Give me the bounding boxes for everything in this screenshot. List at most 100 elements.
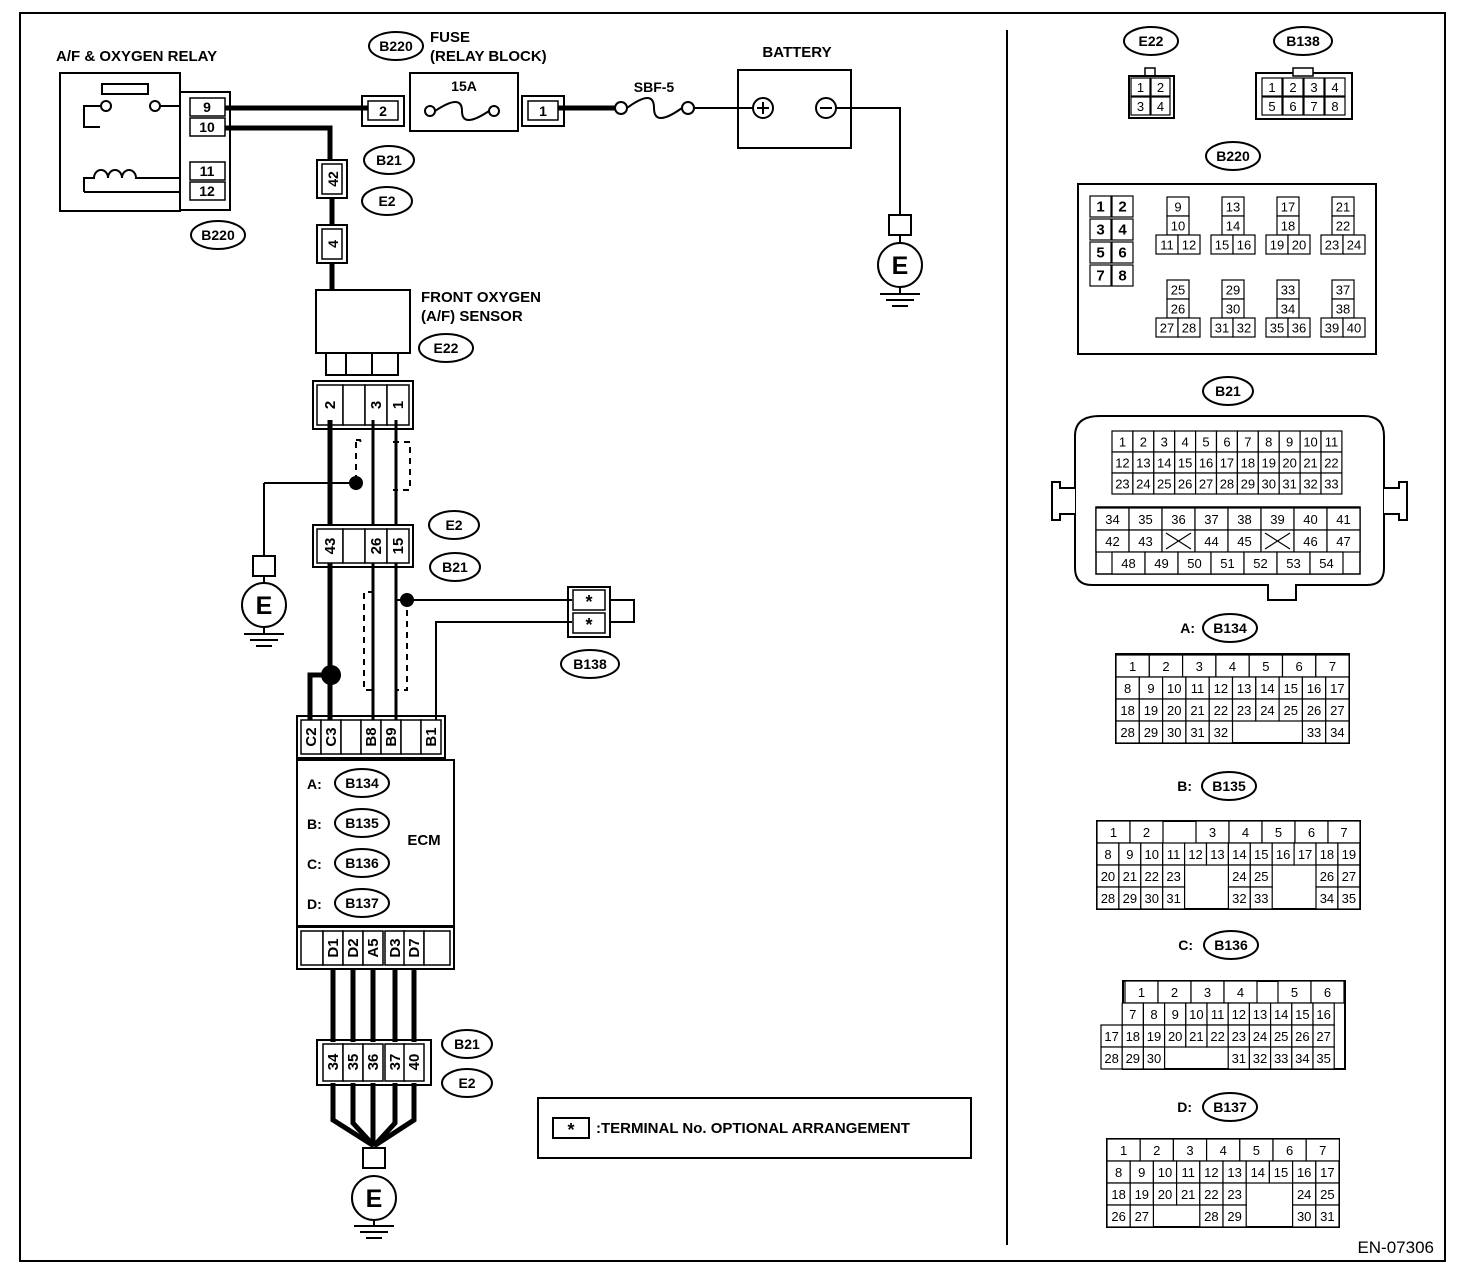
- b134-view-pin-32-cell: [1208, 720, 1234, 744]
- b136-view-pin-13: 13: [1253, 1007, 1267, 1022]
- b135-view-pin-15: 15: [1254, 847, 1268, 862]
- b135-view-pin-6: 6: [1308, 825, 1315, 840]
- b135-view-pin-23: 23: [1166, 869, 1180, 884]
- b134-view-pin-34-cell: [1325, 720, 1350, 744]
- b137-view-pin-28: 28: [1204, 1209, 1218, 1224]
- battery-label: BATTERY: [762, 44, 831, 61]
- b220-view-pin-6: 6: [1118, 245, 1126, 262]
- b220-view-pin-27: 27: [1160, 321, 1174, 336]
- b220-view-pin-20: 20: [1292, 238, 1306, 253]
- b135-view-pin-34: 34: [1320, 891, 1334, 906]
- svg-text:E2: E2: [378, 193, 395, 209]
- b21-view-pin-16: 16: [1199, 456, 1213, 471]
- b135-view-pin-24: 24: [1232, 869, 1246, 884]
- fuse-rating: 15A: [451, 78, 477, 94]
- b137-view-pin-24: 24: [1297, 1187, 1311, 1202]
- b135-view-pin-35-cell: [1337, 886, 1361, 910]
- relay-pin-9: 9: [203, 99, 211, 115]
- bottom-joint-pin-37: 37: [387, 1054, 404, 1071]
- b21-view-pin-37: 37: [1204, 512, 1218, 527]
- b137-view-pin-20: 20: [1158, 1187, 1172, 1202]
- b21-view-pin-29: 29: [1241, 477, 1255, 492]
- b21-view-pin-10: 10: [1303, 435, 1317, 450]
- b135-view-pin-1: 1: [1110, 825, 1117, 840]
- ecm-top-pin-b9: B9: [383, 727, 400, 746]
- b21-view-pin-7: 7: [1244, 435, 1251, 450]
- joint-42: 42: [316, 159, 348, 199]
- bottom-joint-pin-34: 34: [325, 1053, 342, 1070]
- b134-view-pin-26: 26: [1307, 703, 1321, 718]
- b135-view-pin-28: 28: [1101, 891, 1115, 906]
- svg-text:E: E: [256, 592, 273, 620]
- b220-view-pin-12-cell: [1177, 234, 1201, 255]
- svg-text:B134: B134: [1213, 620, 1247, 636]
- b21-view-pin-6: 6: [1223, 435, 1230, 450]
- b137-view-pin-31: 31: [1320, 1209, 1334, 1224]
- sbf-fusible-link: [614, 97, 695, 119]
- b138-connector: * *: [567, 586, 635, 638]
- badge-b134-view: B134: [1202, 613, 1258, 643]
- badge-b21-top: B21: [363, 145, 415, 175]
- b21-view-pin-15: 15: [1178, 456, 1192, 471]
- b21-view-pin-28: 28: [1220, 477, 1234, 492]
- b220-view-pin-10: 10: [1171, 219, 1185, 234]
- b220-view-pin-2-cell: [1111, 195, 1134, 218]
- b135-view-pin-35: 35: [1342, 891, 1356, 906]
- b138-view-pin-1-cell: [1261, 77, 1283, 97]
- svg-text:B135: B135: [1212, 778, 1246, 794]
- b21-view-pin-14: 14: [1157, 456, 1171, 471]
- b220-view-pin-11: 11: [1160, 238, 1174, 253]
- ecm-label: ECM: [407, 832, 440, 849]
- ecm-bottom-pin-d2: D2: [345, 938, 362, 957]
- b135-view-pin-31: 31: [1166, 891, 1180, 906]
- b220-view-pin-39: 39: [1325, 321, 1339, 336]
- b134-view-pin-10: 10: [1167, 681, 1181, 696]
- svg-text:B135: B135: [345, 815, 379, 831]
- b135-view-pin-26: 26: [1320, 869, 1334, 884]
- b138-view-pin-6-cell: [1282, 96, 1304, 116]
- b220-view-pin-37: 37: [1336, 283, 1350, 298]
- b220-view-pin-31: 31: [1215, 321, 1229, 336]
- b21-view-pin-34: 34: [1105, 512, 1119, 527]
- top-wires: [225, 105, 901, 215]
- b21-view-pin-8: 8: [1265, 435, 1272, 450]
- b21-view-pin-33: 33: [1324, 477, 1338, 492]
- mid-joint-pin-26: 26: [368, 538, 385, 555]
- b138-view-pin-5: 5: [1268, 99, 1275, 114]
- b137-view-pin-23: 23: [1227, 1187, 1241, 1202]
- b21-view-pin-40: 40: [1303, 512, 1317, 527]
- b21-view-pin-25: 25: [1157, 477, 1171, 492]
- ground-ecm: E: [351, 1147, 397, 1239]
- sensor-pin-1: 1: [390, 401, 407, 409]
- b138-view-pin-8: 8: [1331, 99, 1338, 114]
- b21-view-pin-1: 1: [1119, 435, 1126, 450]
- relay-connector: 9 10 11 12: [179, 91, 231, 211]
- b220-view-pin-18: 18: [1281, 219, 1295, 234]
- b134-view-pin-9: 9: [1147, 681, 1154, 696]
- ecm-top-pin-b1: B1: [423, 727, 440, 746]
- b138-view-pin-7-cell: [1303, 96, 1325, 116]
- b137-view-pin-17: 17: [1320, 1165, 1334, 1180]
- relay-body: [59, 72, 181, 212]
- b21-view-pin-46: 46: [1303, 534, 1317, 549]
- b134-view-pin-32: 32: [1214, 725, 1228, 740]
- b134-view-pin-7: 7: [1329, 659, 1336, 674]
- b21-view-pin-42: 42: [1105, 534, 1119, 549]
- b136-view-pin-25: 25: [1274, 1029, 1288, 1044]
- badge-b137-ecm: B137: [334, 888, 390, 918]
- b136-view-pin-24: 24: [1253, 1029, 1267, 1044]
- b21-view-pin-41: 41: [1336, 512, 1350, 527]
- b134-view-pin-19: 19: [1144, 703, 1158, 718]
- ground-sensor-shield: E: [241, 555, 287, 647]
- b135-view-pin-17: 17: [1298, 847, 1312, 862]
- b135-view-pin-31-cell: [1162, 886, 1186, 910]
- b220-view-pin-26: 26: [1171, 302, 1185, 317]
- b137-view-pin-10: 10: [1158, 1165, 1172, 1180]
- badge-b21-bottom: B21: [441, 1029, 493, 1059]
- b21-view-pin-23: 23: [1115, 477, 1129, 492]
- svg-text:B220: B220: [379, 38, 413, 54]
- badge-b135-view: B135: [1201, 771, 1257, 801]
- figure-id: EN-07306: [1357, 1238, 1434, 1257]
- b220-view-pin-36-cell: [1287, 317, 1311, 338]
